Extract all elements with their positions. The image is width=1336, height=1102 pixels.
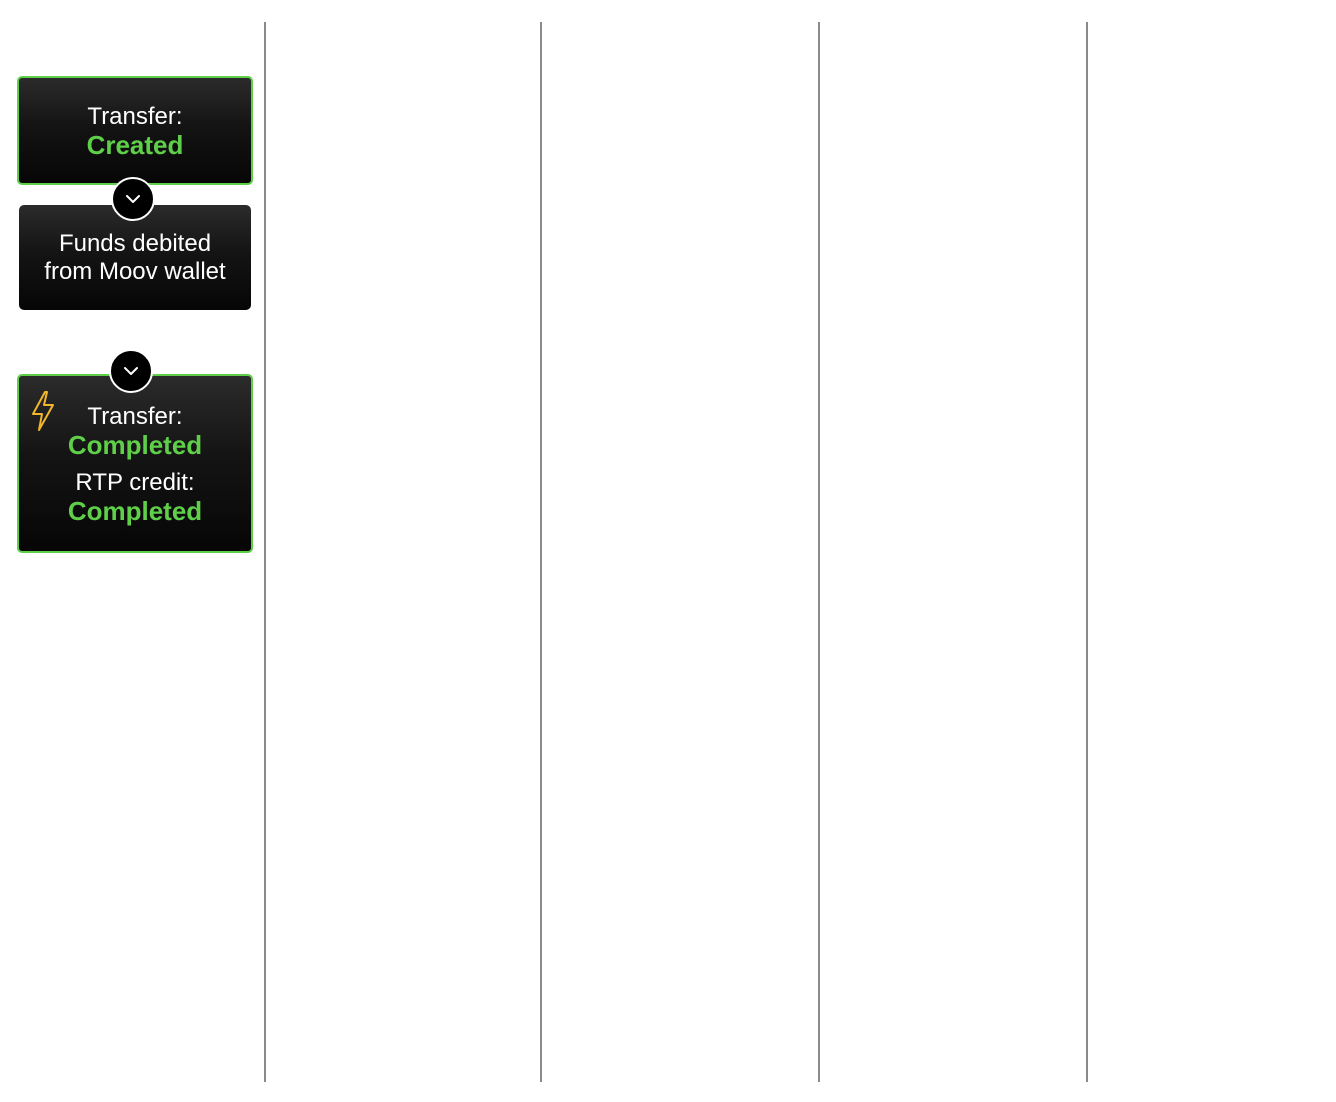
status-text: Created bbox=[86, 129, 184, 160]
step-funds-debited: Funds debited from Moov wallet bbox=[19, 205, 251, 310]
column-divider-3 bbox=[818, 22, 820, 1082]
column-divider-2 bbox=[540, 22, 542, 1082]
step-transfer-completed: Transfer: Completed RTP credit: Complete… bbox=[17, 374, 253, 553]
lightning-bolt-icon bbox=[32, 391, 54, 431]
column-divider-1 bbox=[264, 22, 266, 1082]
flow-connector bbox=[111, 177, 155, 221]
status-text: Completed bbox=[67, 429, 203, 460]
step-text-line-1: Funds debited bbox=[58, 229, 212, 257]
column-divider-4 bbox=[1086, 22, 1088, 1082]
chevron-down-icon bbox=[126, 195, 140, 203]
step-transfer-created: Transfer: Created bbox=[17, 76, 253, 185]
flow-connector bbox=[109, 349, 153, 393]
step-label-rtp: RTP credit: bbox=[75, 468, 195, 496]
status-text-rtp: Completed bbox=[67, 495, 203, 526]
step-label: Transfer: bbox=[87, 102, 183, 130]
step-text-line-2: from Moov wallet bbox=[44, 257, 226, 285]
chevron-down-icon bbox=[124, 367, 138, 375]
step-label: Transfer: bbox=[87, 402, 183, 430]
